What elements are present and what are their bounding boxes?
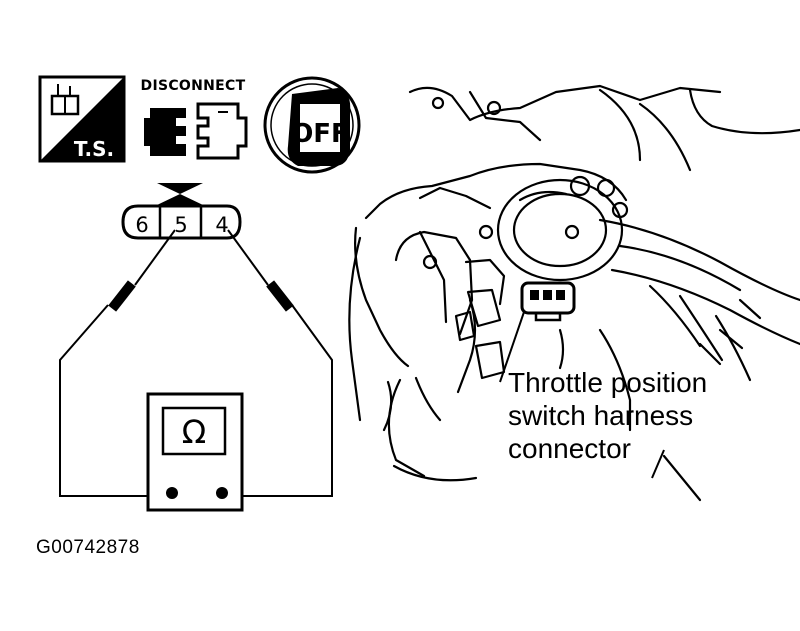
off-label: OFF bbox=[291, 119, 349, 149]
pin-6-label: 6 bbox=[135, 213, 148, 237]
connector-plug-icon bbox=[50, 84, 80, 116]
throttle-position-switch-connector bbox=[520, 281, 576, 322]
pin-4-label: 4 bbox=[215, 213, 228, 237]
figure-id: G00742878 bbox=[36, 537, 140, 558]
ts-label: T.S. bbox=[74, 137, 114, 161]
disconnect-icon: DISCONNECT bbox=[141, 78, 248, 160]
callout-label: Throttle position switch harness connect… bbox=[508, 366, 707, 465]
callout-leader bbox=[499, 311, 665, 479]
ignition-off-icon: OFF bbox=[263, 76, 361, 174]
disconnect-label: DISCONNECT bbox=[141, 78, 246, 94]
callout-line-3: connector bbox=[508, 433, 631, 464]
technical-service-icon: T.S. bbox=[38, 75, 126, 163]
throttle-body-illustration bbox=[348, 84, 800, 502]
probe-right bbox=[266, 280, 294, 312]
callout-line-2: switch harness bbox=[508, 400, 694, 431]
pin-5-label: 5 bbox=[174, 213, 187, 237]
callout-line-1: Throttle position bbox=[508, 367, 708, 398]
meter-terminal-right bbox=[216, 487, 228, 499]
probe-left bbox=[108, 280, 136, 312]
ohm-symbol: Ω bbox=[182, 413, 206, 451]
meter-terminal-left bbox=[166, 487, 178, 499]
harness-connector-face: 6 5 4 bbox=[121, 183, 242, 240]
meter-display bbox=[161, 406, 227, 456]
ohmmeter: Ω bbox=[146, 392, 244, 512]
